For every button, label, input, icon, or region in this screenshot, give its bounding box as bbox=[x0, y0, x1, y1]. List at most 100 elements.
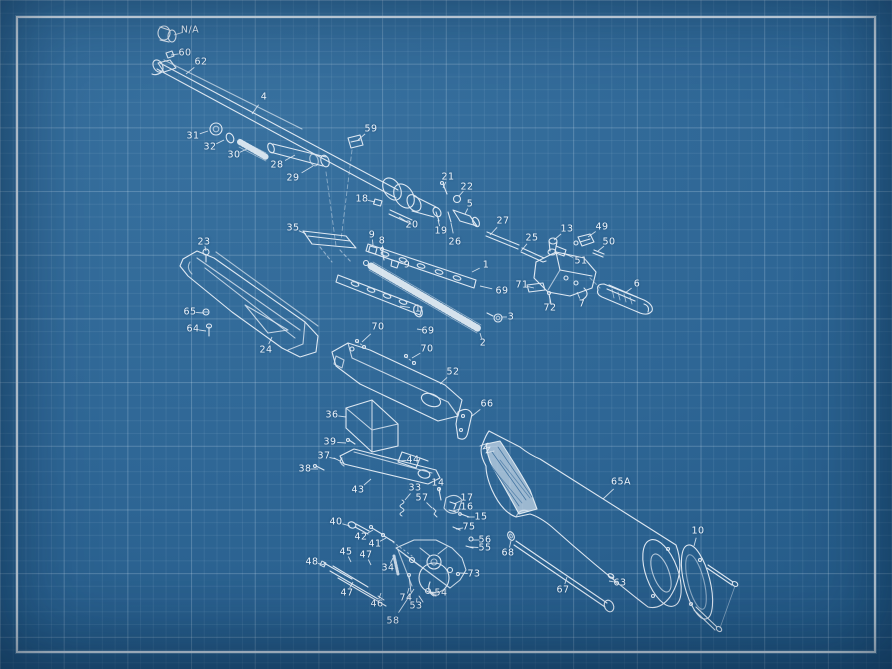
leader-line bbox=[479, 285, 493, 290]
part-label-32: 32 bbox=[203, 141, 217, 153]
part-label-68: 68 bbox=[501, 547, 515, 559]
forearm-group bbox=[179, 250, 319, 358]
leader-line bbox=[411, 352, 421, 359]
bolt-group bbox=[526, 251, 653, 315]
part-label-28: 28 bbox=[270, 159, 284, 171]
leader-line bbox=[562, 252, 574, 258]
part-label-23: 23 bbox=[197, 236, 211, 248]
breech-parts-group bbox=[372, 180, 605, 263]
leader-line bbox=[204, 246, 207, 252]
part-label-9: 9 bbox=[403, 259, 411, 271]
leader-line bbox=[564, 576, 568, 585]
receiver-group bbox=[331, 342, 473, 453]
leader-line bbox=[371, 239, 374, 246]
leader-line bbox=[479, 332, 483, 339]
leader-line bbox=[251, 104, 259, 115]
part-label-10: 10 bbox=[691, 525, 705, 537]
trigger-plate-group bbox=[312, 437, 441, 485]
magazine-cap-group bbox=[209, 122, 364, 247]
trigger-group bbox=[319, 486, 474, 607]
part-label-19: 19 bbox=[434, 225, 448, 237]
leader-line bbox=[301, 165, 314, 174]
leader-line bbox=[508, 540, 512, 548]
leader-line bbox=[349, 581, 354, 589]
leader-line bbox=[426, 502, 433, 509]
leader-line bbox=[597, 245, 605, 252]
part-label-6: 6 bbox=[633, 278, 641, 290]
leader-line bbox=[337, 441, 347, 444]
leader-line bbox=[437, 219, 441, 227]
part-label-74: 74 bbox=[399, 592, 413, 604]
part-label-38: 38 bbox=[298, 463, 312, 475]
part-label-27: 27 bbox=[496, 215, 510, 227]
buttplate-group bbox=[680, 544, 739, 633]
part-label-55: 55 bbox=[478, 542, 492, 554]
part-label-14: 14 bbox=[431, 477, 445, 489]
part-label-47: 47 bbox=[359, 549, 373, 561]
leader-line bbox=[527, 285, 535, 289]
leader-line bbox=[602, 488, 615, 500]
part-label-47: 47 bbox=[340, 587, 354, 599]
part-label-44: 44 bbox=[406, 454, 420, 466]
leader-line bbox=[367, 199, 376, 203]
leader-line bbox=[438, 487, 441, 493]
leader-line bbox=[442, 181, 447, 189]
leader-line bbox=[553, 233, 562, 241]
leader-line bbox=[398, 216, 407, 222]
stock-group bbox=[479, 430, 682, 609]
part-label-48: 48 bbox=[305, 556, 319, 568]
leader-lines bbox=[170, 31, 697, 613]
part-label-2: 2 bbox=[479, 337, 487, 349]
part-label-5: 5 bbox=[466, 198, 474, 210]
part-label-50: 50 bbox=[602, 236, 616, 248]
part-label-26: 26 bbox=[448, 236, 462, 248]
part-label-73: 73 bbox=[467, 568, 481, 580]
part-label-34: 34 bbox=[381, 562, 395, 574]
leader-line bbox=[347, 556, 352, 563]
leader-line bbox=[381, 245, 384, 252]
part-label-65a: 65A bbox=[611, 476, 631, 488]
barrel-group bbox=[151, 25, 442, 218]
action-bars-group bbox=[335, 243, 503, 366]
part-label-59: 59 bbox=[364, 123, 378, 135]
leader-line bbox=[170, 53, 179, 56]
leader-line bbox=[489, 226, 498, 236]
leader-line bbox=[416, 328, 424, 331]
part-label-13: 13 bbox=[560, 223, 574, 235]
leader-line bbox=[453, 500, 462, 505]
leader-line bbox=[195, 311, 204, 314]
part-label-25: 25 bbox=[525, 232, 539, 244]
part-label-41: 41 bbox=[368, 538, 382, 550]
part-label-62: 62 bbox=[194, 56, 208, 68]
leader-line bbox=[608, 580, 616, 583]
leader-line bbox=[452, 508, 461, 512]
part-label-4: 4 bbox=[260, 91, 268, 103]
part-label-71: 71 bbox=[515, 279, 529, 291]
part-label-24: 24 bbox=[259, 344, 273, 356]
part-label-65: 65 bbox=[183, 306, 197, 318]
part-label-30: 30 bbox=[227, 149, 241, 161]
part-label-46: 46 bbox=[370, 598, 384, 610]
part-label-36: 36 bbox=[325, 409, 339, 421]
part-label-1: 1 bbox=[414, 303, 422, 315]
leader-line bbox=[429, 591, 437, 593]
leader-line bbox=[458, 190, 464, 197]
part-label-75: 75 bbox=[462, 521, 476, 533]
part-label-69: 69 bbox=[495, 285, 509, 297]
part-label-3: 3 bbox=[507, 311, 515, 323]
leader-line bbox=[520, 243, 528, 252]
leader-line bbox=[469, 546, 479, 548]
leader-line bbox=[329, 456, 337, 460]
blueprint-border-frame bbox=[16, 16, 876, 653]
part-label-56: 56 bbox=[478, 534, 492, 546]
part-label-20: 20 bbox=[405, 219, 419, 231]
leader-line bbox=[464, 208, 469, 215]
part-label-1: 1 bbox=[482, 259, 490, 271]
part-label-15: 15 bbox=[474, 511, 488, 523]
leader-line bbox=[576, 291, 581, 299]
leader-line bbox=[268, 336, 273, 345]
part-label-43: 43 bbox=[351, 484, 365, 496]
part-label-63: 63 bbox=[613, 577, 627, 589]
leader-line bbox=[185, 67, 195, 75]
